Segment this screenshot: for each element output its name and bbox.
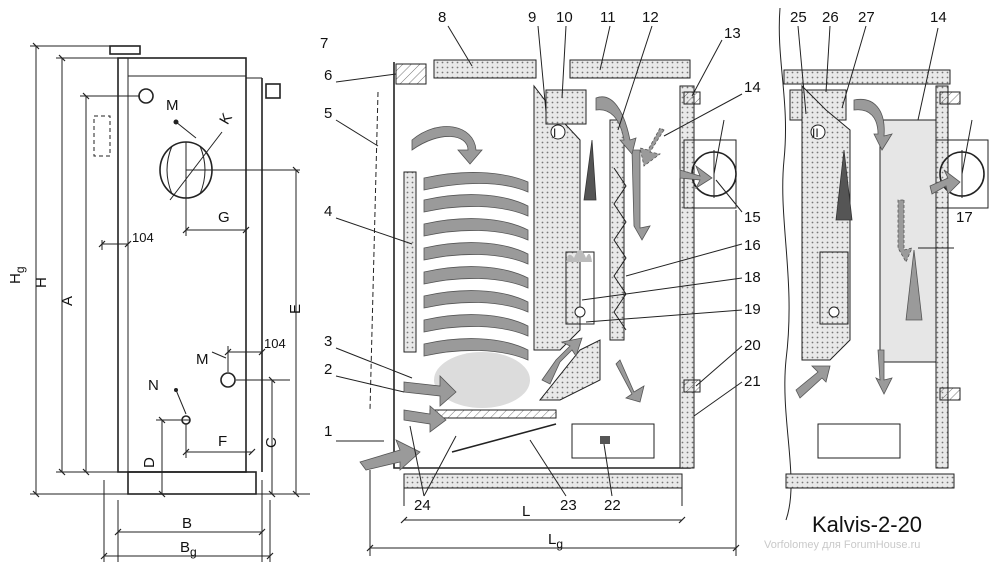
callout-2: 2 (324, 361, 332, 378)
callout-7: 7 (320, 35, 328, 52)
dim-f-label: F (218, 433, 227, 450)
flue-channel-17 (879, 119, 937, 363)
dim-g-label: G (218, 209, 230, 226)
heat-exchanger-coil (423, 172, 529, 361)
callout-3: 3 (324, 333, 332, 350)
dim-b-label: B (182, 515, 192, 532)
dim-hg-label: Hg (7, 266, 27, 284)
dim-e-label: E (287, 304, 304, 314)
callout-17: 17 (956, 209, 973, 226)
cross-section: I (359, 59, 740, 556)
dim-c-label: C (263, 437, 280, 448)
dim-bg-label: Bg (180, 539, 197, 559)
lid-8 (433, 59, 537, 79)
callout-25: 25 (790, 9, 807, 26)
callout-16: 16 (744, 237, 761, 254)
regulator-outline (93, 115, 111, 157)
callout-14: 14 (744, 79, 761, 96)
callout-26: 26 (822, 9, 839, 26)
hinge-6 (395, 63, 427, 85)
bottom-insulation (403, 473, 683, 489)
callout-4: 4 (324, 203, 332, 220)
dim-n-label: N (148, 377, 159, 394)
dim-h-label: H (33, 277, 50, 288)
callout-24: 24 (414, 497, 431, 514)
chamber-i-top (545, 89, 587, 125)
side-view: Hg H A E C D F G K M M N 104 104 B Bg (7, 42, 310, 562)
connection-m-side (220, 372, 236, 388)
model-name: Kalvis-2-20 (812, 512, 923, 537)
callout-22: 22 (604, 497, 621, 514)
ash-drawer-22 (571, 423, 655, 459)
callout-27: 27 (858, 9, 875, 26)
callout-8: 8 (438, 9, 446, 26)
callout-19: 19 (744, 301, 761, 318)
callout-numbers: 1 2 3 4 5 6 7 8 9 10 11 12 13 14 15 16 1… (320, 9, 973, 514)
dim-lg-label: Lg (548, 531, 563, 551)
callout-20: 20 (744, 337, 761, 354)
air-inlet-arrow (359, 439, 421, 471)
lid-11 (569, 59, 691, 79)
grate (429, 409, 557, 419)
callout-1: 1 (324, 423, 332, 440)
dim-d-label: D (141, 457, 158, 468)
dim-l-label: L (522, 503, 530, 520)
callout-9: 9 (528, 9, 536, 26)
callout-11: 11 (600, 9, 616, 26)
callout-18: 18 (744, 269, 761, 286)
front-wall-4 (403, 171, 417, 353)
callout-15: 15 (744, 209, 761, 226)
flue-pipe-right (935, 139, 989, 209)
vent-cap (109, 45, 141, 55)
callout-10: 10 (556, 9, 573, 26)
partition-chamber-ii (801, 84, 851, 361)
chamber-i-mark: I (553, 126, 556, 140)
callout-23: 23 (560, 497, 577, 514)
dim-m-side-label: M (196, 351, 209, 368)
dim-k-label: K (216, 110, 236, 127)
connection-m-top (138, 88, 154, 104)
watermark: Vorfolomey для ForumHouse.ru (764, 539, 921, 551)
chamber-ii-mark: II (812, 126, 819, 140)
partial-section: II (778, 7, 989, 521)
callout-14b: 14 (930, 9, 947, 26)
grate-lever-23 (451, 423, 557, 453)
flue-up-arrow (583, 139, 597, 201)
callout-6: 6 (324, 67, 332, 84)
dim-a-label: A (59, 296, 76, 306)
callout-21: 21 (744, 373, 761, 390)
callout-13: 13 (724, 25, 741, 42)
dim-104-side: 104 (264, 336, 286, 351)
fitting-7 (265, 83, 281, 99)
callout-leaders (335, 25, 954, 497)
dim-104-top: 104 (132, 230, 154, 245)
callout-5: 5 (324, 105, 332, 122)
boiler-base (127, 471, 257, 495)
dim-m-top-label: M (166, 97, 179, 114)
callout-12: 12 (642, 9, 659, 26)
right-wall-insulation (679, 85, 695, 469)
